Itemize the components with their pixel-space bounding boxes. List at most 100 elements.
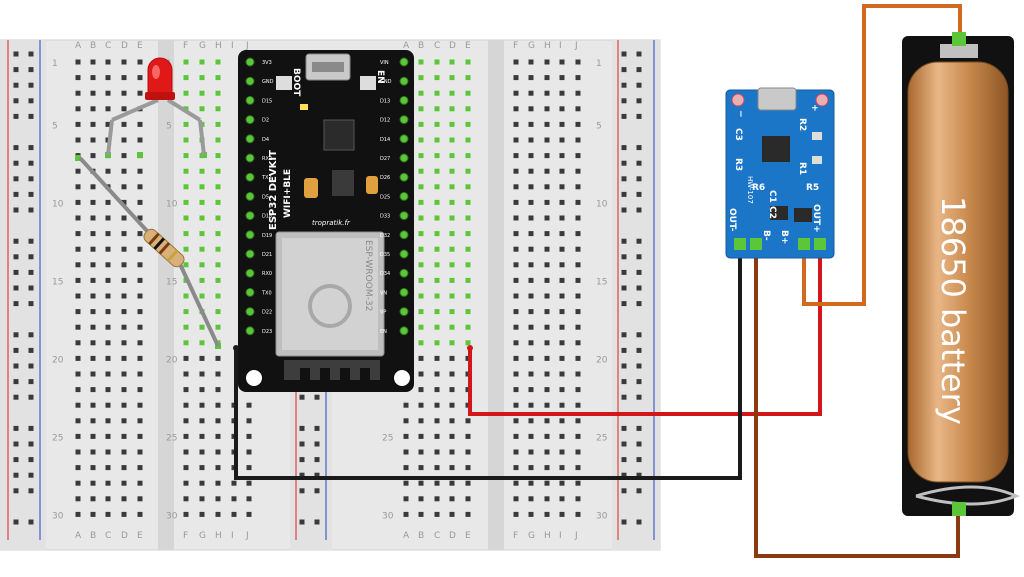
rail-hole xyxy=(28,98,34,104)
breadboard-hole xyxy=(121,199,127,205)
esp32-pin-left xyxy=(245,191,255,201)
breadboard-hole xyxy=(403,465,409,471)
column-letter: F xyxy=(513,531,518,541)
breadboard-hole xyxy=(199,75,205,81)
breadboard-hole xyxy=(513,449,519,455)
breadboard-hole xyxy=(528,418,534,424)
breadboard-hole xyxy=(575,465,581,471)
esp32-pin-label: D34 xyxy=(380,271,390,277)
rail-hole xyxy=(621,347,627,353)
column-letter: E xyxy=(137,41,143,51)
breadboard-hole xyxy=(199,387,205,393)
esp32-pin-left xyxy=(245,172,255,182)
esp32-pin-right xyxy=(399,249,409,259)
breadboard-hole xyxy=(559,153,565,159)
breadboard-hole xyxy=(418,137,424,143)
breadboard-hole xyxy=(528,75,534,81)
breadboard-hole xyxy=(137,246,143,252)
breadboard-hole xyxy=(121,215,127,221)
breadboard-hole xyxy=(559,277,565,283)
rail-hole xyxy=(28,301,34,307)
breadboard-hole xyxy=(559,59,565,65)
breadboard-hole xyxy=(528,277,534,283)
rail-hole xyxy=(13,519,19,525)
esp32-pin-right xyxy=(399,211,409,221)
breadboard-hole xyxy=(544,106,550,112)
breadboard-hole xyxy=(105,480,111,486)
breadboard-hole xyxy=(105,75,111,81)
column-letter: A xyxy=(403,531,410,541)
rail-hole xyxy=(636,488,642,494)
breadboard-hole xyxy=(513,387,519,393)
breadboard-hole xyxy=(199,90,205,96)
breadboard-hole xyxy=(434,340,440,346)
battery-holder: 18650 battery xyxy=(902,32,1020,516)
rail-hole xyxy=(621,145,627,151)
column-letter: A xyxy=(75,41,82,51)
breadboard-hole xyxy=(434,168,440,174)
breadboard-hole xyxy=(121,371,127,377)
rail-hole xyxy=(13,145,19,151)
rail-hole xyxy=(299,488,305,494)
breadboard-hole xyxy=(90,277,96,283)
breadboard-hole xyxy=(528,106,534,112)
c3-label: C3 xyxy=(733,128,743,141)
breadboard-hole xyxy=(434,402,440,408)
breadboard-hole xyxy=(544,121,550,127)
breadboard-hole xyxy=(544,277,550,283)
breadboard-hole xyxy=(513,402,519,408)
breadboard-hole xyxy=(559,168,565,174)
esp32-pin-left xyxy=(245,249,255,259)
column-letter: C xyxy=(434,41,440,51)
breadboard-hole xyxy=(528,465,534,471)
breadboard-hole xyxy=(434,496,440,502)
breadboard-hole xyxy=(513,246,519,252)
breadboard-hole xyxy=(575,433,581,439)
breadboard-hole xyxy=(121,262,127,268)
breadboard-hole xyxy=(75,90,81,96)
breadboard-hole xyxy=(183,511,189,517)
esp32-pin-label: VN xyxy=(380,290,387,296)
en-button[interactable] xyxy=(360,76,376,90)
breadboard-hole xyxy=(575,309,581,315)
breadboard-hole xyxy=(434,480,440,486)
column-letter: D xyxy=(121,531,128,541)
breadboard-hole xyxy=(575,511,581,517)
breadboard-hole xyxy=(75,309,81,315)
breadboard-hole xyxy=(137,355,143,361)
breadboard-hole xyxy=(215,199,221,205)
breadboard-hole xyxy=(559,215,565,221)
esp32-pin-right xyxy=(399,115,409,125)
breadboard-hole xyxy=(215,433,221,439)
breadboard-hole xyxy=(121,387,127,393)
breadboard-hole xyxy=(513,355,519,361)
esp32-pin-label: D5 xyxy=(262,194,269,200)
breadboard-hole xyxy=(559,371,565,377)
breadboard-hole xyxy=(105,387,111,393)
breadboard-hole xyxy=(199,168,205,174)
breadboard-hole xyxy=(449,277,455,283)
breadboard-hole xyxy=(559,246,565,252)
breadboard-hole xyxy=(528,433,534,439)
charger-model: HW-107 xyxy=(746,176,754,204)
rail-hole xyxy=(13,332,19,338)
column-letter: E xyxy=(137,531,143,541)
rail-hole xyxy=(13,160,19,166)
column-letter: B xyxy=(90,531,96,541)
breadboard-hole xyxy=(465,496,471,502)
esp32-pin-left xyxy=(245,57,255,67)
breadboard-hole xyxy=(559,355,565,361)
boot-button[interactable] xyxy=(276,76,292,90)
breadboard-hole xyxy=(215,153,221,159)
breadboard-hole xyxy=(183,433,189,439)
esp32-pin-right xyxy=(399,153,409,163)
breadboard-hole xyxy=(199,402,205,408)
rail-hole xyxy=(636,519,642,525)
breadboard-hole xyxy=(559,418,565,424)
breadboard-hole xyxy=(575,340,581,346)
breadboard-hole xyxy=(575,496,581,502)
rail-hole xyxy=(636,347,642,353)
breadboard-hole xyxy=(105,121,111,127)
breadboard-hole xyxy=(418,121,424,127)
breadboard-hole xyxy=(137,199,143,205)
